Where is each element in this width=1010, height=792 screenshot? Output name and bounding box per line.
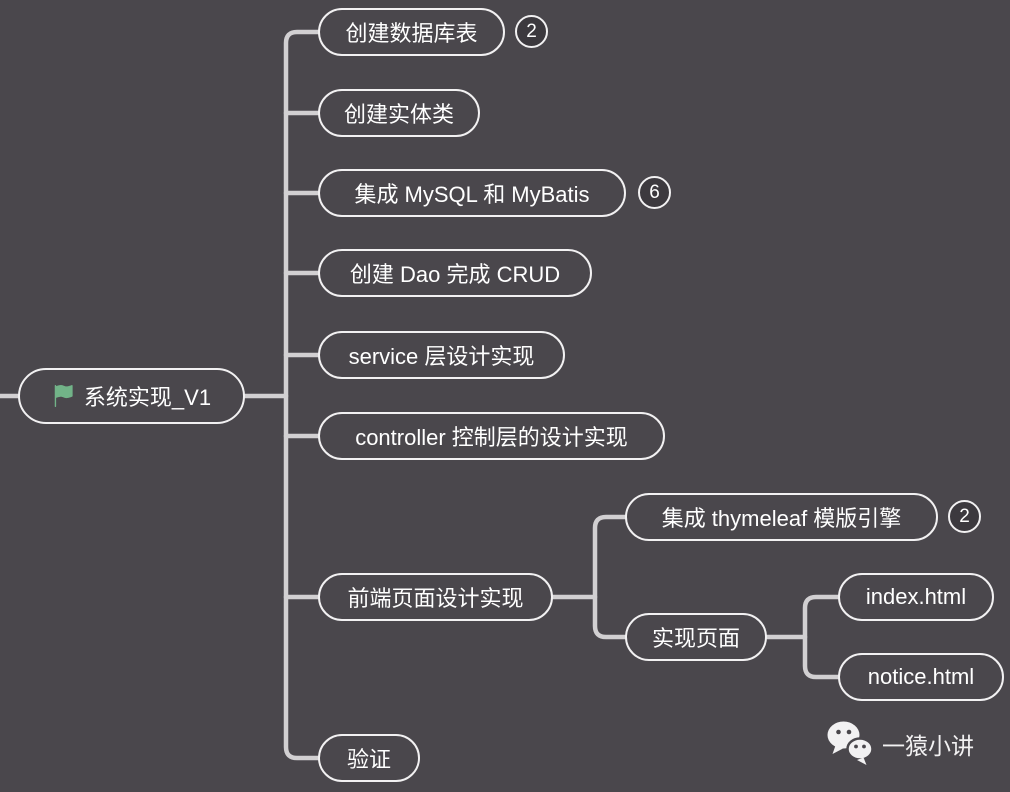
connector-frontend-subtrunk bbox=[592, 514, 628, 640]
node-create-dao-crud[interactable]: 创建 Dao 完成 CRUD bbox=[318, 249, 592, 297]
node-label: 集成 thymeleaf 模版引擎 bbox=[661, 506, 902, 531]
node-label: controller 控制层的设计实现 bbox=[355, 425, 628, 450]
node-service-layer[interactable]: service 层设计实现 bbox=[318, 331, 565, 379]
node-label: 前端页面设计实现 bbox=[347, 586, 524, 611]
node-implement-pages[interactable]: 实现页面 bbox=[625, 613, 767, 661]
task-count-badge[interactable]: 2 bbox=[515, 15, 548, 48]
task-count-badge[interactable]: 2 bbox=[948, 500, 981, 533]
node-integrate-thymeleaf[interactable]: 集成 thymeleaf 模版引擎 bbox=[625, 493, 938, 541]
badge-value: 2 bbox=[959, 505, 970, 527]
node-integrate-mysql-mybatis[interactable]: 集成 MySQL 和 MyBatis bbox=[318, 169, 626, 217]
connector-pages-subtrunk bbox=[802, 594, 841, 680]
node-label: 创建实体类 bbox=[343, 102, 454, 127]
node-label: 系统实现_V1 bbox=[83, 385, 212, 410]
flag-icon bbox=[54, 385, 73, 407]
node-frontend-design[interactable]: 前端页面设计实现 bbox=[318, 573, 553, 621]
node-label: notice.html bbox=[867, 664, 975, 689]
node-label: 创建数据库表 bbox=[345, 21, 478, 46]
badge-value: 2 bbox=[526, 20, 537, 42]
node-index-html[interactable]: index.html bbox=[838, 573, 994, 621]
node-label: 创建 Dao 完成 CRUD bbox=[349, 262, 561, 287]
task-count-badge[interactable]: 6 bbox=[638, 176, 671, 209]
badge-value: 6 bbox=[649, 181, 660, 203]
node-label: index.html bbox=[865, 584, 967, 609]
node-root[interactable]: 系统实现_V1 bbox=[18, 368, 245, 424]
wechat-icon bbox=[827, 721, 874, 765]
node-create-db-table[interactable]: 创建数据库表 bbox=[318, 8, 505, 56]
watermark-label: 一猿小讲 bbox=[882, 733, 974, 759]
node-notice-html[interactable]: notice.html bbox=[838, 653, 1004, 701]
node-label: 集成 MySQL 和 MyBatis bbox=[354, 182, 590, 207]
node-label: 实现页面 bbox=[651, 626, 740, 651]
node-create-entity[interactable]: 创建实体类 bbox=[318, 89, 480, 137]
node-controller-layer[interactable]: controller 控制层的设计实现 bbox=[318, 412, 665, 460]
connector-main-trunk bbox=[283, 29, 321, 761]
node-verify[interactable]: 验证 bbox=[318, 734, 420, 782]
node-label: 验证 bbox=[346, 747, 391, 772]
watermark: 一猿小讲 bbox=[826, 720, 974, 768]
node-label: service 层设计实现 bbox=[348, 344, 535, 369]
